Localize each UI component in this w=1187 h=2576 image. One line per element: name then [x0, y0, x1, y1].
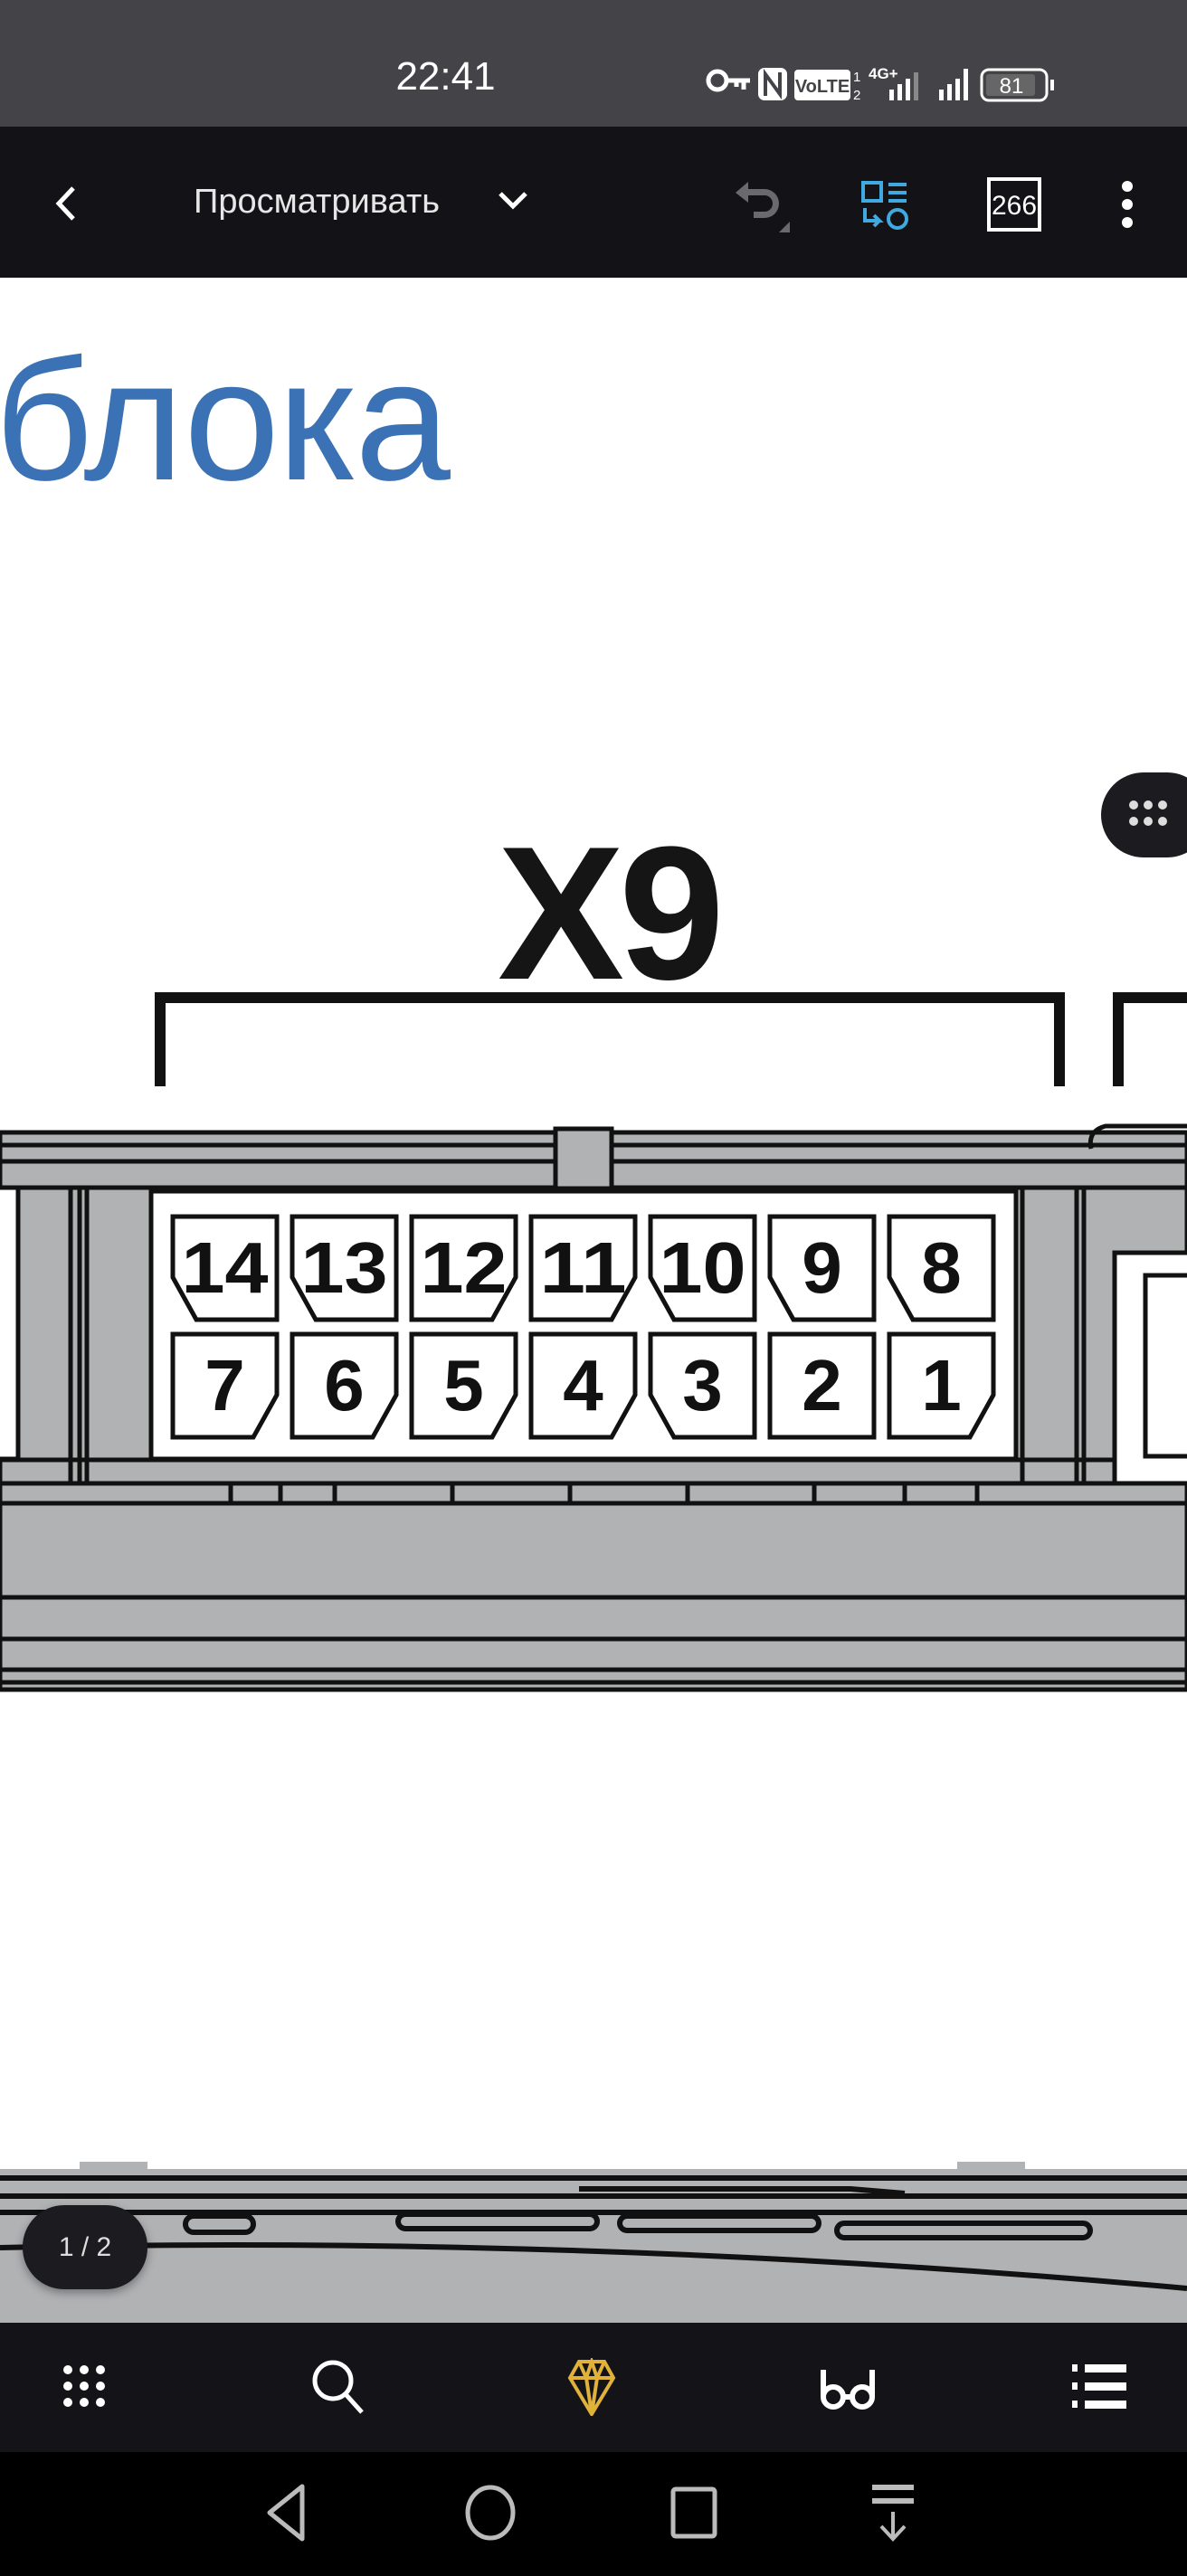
back-triangle-icon[interactable] — [262, 2483, 317, 2543]
pin-outline — [409, 1331, 518, 1440]
search-icon[interactable] — [310, 2358, 368, 2416]
connector-pin: 9 — [767, 1214, 877, 1322]
pin-number: 1 — [921, 1345, 962, 1425]
vpn-key-icon — [706, 69, 750, 92]
pin-outline — [767, 1214, 877, 1322]
pin-number: 13 — [301, 1227, 388, 1308]
svg-text:266: 266 — [992, 191, 1037, 221]
pin-outline — [887, 1331, 996, 1440]
connector-bracket — [155, 992, 1065, 1086]
pin-outline — [648, 1214, 757, 1322]
more-vertical-icon[interactable] — [1116, 179, 1139, 230]
premium-diamond-icon[interactable] — [563, 2358, 621, 2416]
pin-number: 8 — [921, 1227, 962, 1308]
lower-assembly-drawing — [0, 2162, 1187, 2323]
reading-mode-glasses-icon[interactable] — [819, 2361, 877, 2413]
svg-text:81: 81 — [1000, 74, 1024, 99]
page-indicator: 1 / 2 — [23, 2205, 147, 2289]
svg-text:2: 2 — [853, 88, 860, 103]
nfc-icon — [758, 68, 787, 100]
status-icons: VoLTE 1 2 4G+ 81 — [706, 65, 1054, 103]
undo-icon[interactable] — [728, 176, 792, 240]
page-count-button[interactable]: 266 — [986, 176, 1042, 232]
home-circle-icon[interactable] — [463, 2483, 518, 2543]
pin-number: 10 — [660, 1227, 746, 1308]
pin-outline — [528, 1331, 638, 1440]
connector-pin: 4 — [528, 1331, 638, 1440]
pin-number: 4 — [563, 1345, 603, 1425]
pin-outline — [887, 1214, 996, 1322]
pin-outline — [409, 1214, 518, 1322]
notification-pull-down-icon[interactable] — [869, 2483, 919, 2543]
connector-pin: 11 — [528, 1214, 638, 1322]
pin-number: 2 — [802, 1345, 842, 1425]
pin-number: 7 — [204, 1345, 245, 1425]
chevron-down-icon[interactable] — [495, 188, 531, 215]
bottom-toolbar — [0, 2323, 1187, 2452]
pin-number: 12 — [421, 1227, 508, 1308]
status-time: 22:41 — [395, 54, 496, 99]
pin-outline — [170, 1331, 280, 1440]
pin-number: 9 — [802, 1227, 842, 1308]
connector-pin: 14 — [170, 1214, 280, 1322]
connector-pin: 8 — [887, 1214, 996, 1322]
pin-number: 6 — [324, 1345, 365, 1425]
svg-text:4G+: 4G+ — [869, 65, 898, 82]
svg-text:1: 1 — [853, 70, 860, 85]
pin-number: 5 — [443, 1345, 484, 1425]
pin-outline — [767, 1331, 877, 1440]
pin-outline — [290, 1214, 399, 1322]
connector-pin: 12 — [409, 1214, 518, 1322]
volte-icon: VoLTE — [794, 70, 850, 100]
system-nav-bar — [0, 2452, 1187, 2576]
signal-sim2-icon — [939, 69, 968, 100]
connector-pin: 5 — [409, 1331, 518, 1440]
pin-outline — [528, 1214, 638, 1322]
svg-text:VoLTE: VoLTE — [795, 77, 850, 97]
connector-pin: 1 — [887, 1331, 996, 1440]
apps-grid-icon — [1129, 800, 1167, 826]
connector-pin: 13 — [290, 1214, 399, 1322]
pin-outline — [648, 1331, 757, 1440]
apps-grid-icon[interactable] — [62, 2363, 107, 2409]
connector-pin: 10 — [648, 1214, 757, 1322]
pin-outline — [170, 1214, 280, 1322]
pin-number: 11 — [540, 1227, 627, 1308]
reflow-layout-icon[interactable] — [859, 179, 914, 233]
connector-pin: 6 — [290, 1331, 399, 1440]
signal-sim1-4g-plus-icon: 4G+ — [869, 65, 918, 100]
connector-pin: 7 — [170, 1331, 280, 1440]
connector-pin: 3 — [648, 1331, 757, 1440]
pin-outline — [290, 1331, 399, 1440]
connector-pin: 2 — [767, 1331, 877, 1440]
chevron-left-icon[interactable] — [50, 181, 86, 226]
recents-square-icon[interactable] — [669, 2486, 720, 2540]
outline-list-icon[interactable] — [1072, 2363, 1128, 2410]
document-heading: блока — [0, 325, 451, 516]
status-bar — [0, 0, 1187, 127]
quick-tools-button[interactable] — [1101, 772, 1187, 857]
pin-number: 3 — [682, 1345, 723, 1425]
connector-bracket-next — [1113, 992, 1187, 1086]
battery-icon: 81 — [980, 68, 1054, 102]
pin-number: 14 — [182, 1227, 270, 1308]
connector-label: X9 — [498, 807, 725, 1019]
view-mode-dropdown[interactable]: Просматривать — [194, 183, 441, 221]
